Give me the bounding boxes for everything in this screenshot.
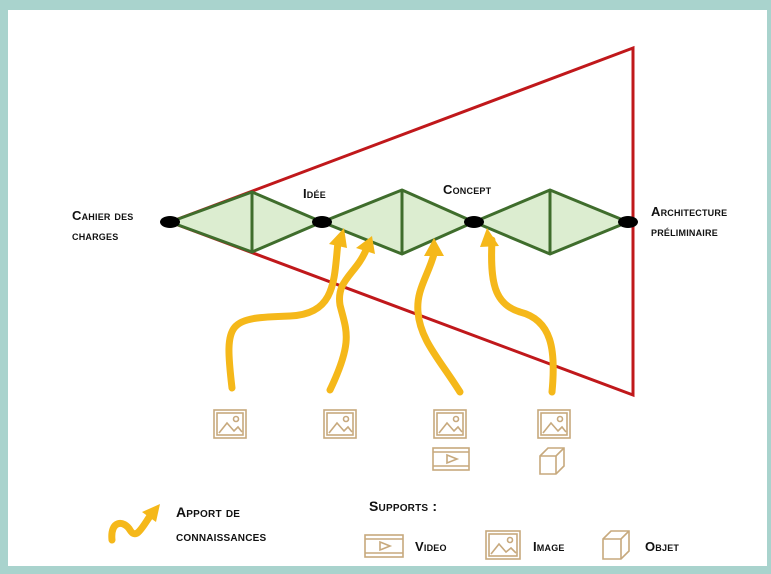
legend-video-label: Video — [415, 539, 447, 554]
knowledge-arrow-4 — [488, 236, 557, 396]
knowledge-arrow-3 — [414, 250, 464, 396]
object-icon — [539, 447, 565, 475]
knowledge-arrowhead-1 — [329, 228, 347, 248]
legend-knowledge-arrowhead — [142, 504, 160, 522]
knowledge-arrowhead-4 — [480, 228, 499, 247]
knowledge-arrowhead-2 — [356, 236, 375, 254]
stage-label-start: Cahier des charges — [72, 208, 134, 243]
legend-knowledge-label: Apport de connaissances — [176, 504, 267, 544]
stage-label-idea: Idée — [303, 186, 326, 201]
video-icon — [432, 447, 470, 471]
node-idea — [312, 216, 332, 228]
image-icon — [433, 409, 467, 439]
knowledge-arrowhead-3 — [424, 238, 444, 256]
legend-knowledge-arrow — [108, 512, 154, 544]
legend-supports-title: Supports : — [369, 498, 438, 514]
stage-label-end: Architecture préliminaire — [651, 204, 728, 239]
image-icon — [213, 409, 247, 439]
legend-video-icon — [364, 534, 404, 558]
legend-object-icon — [602, 530, 630, 560]
node-concept — [464, 216, 484, 228]
node-start — [160, 216, 180, 228]
knowledge-arrow-2 — [326, 246, 370, 394]
node-end — [618, 216, 638, 228]
image-icon — [323, 409, 357, 439]
image-icon — [537, 409, 571, 439]
knowledge-arrow-1 — [225, 238, 342, 392]
legend-object-label: Objet — [645, 539, 680, 554]
stage-label-concept: Concept — [443, 182, 492, 197]
legend-image-icon — [485, 530, 521, 560]
legend-image-label: Image — [533, 539, 565, 554]
diamond-1 — [168, 190, 324, 254]
diagram-frame — [8, 10, 767, 566]
